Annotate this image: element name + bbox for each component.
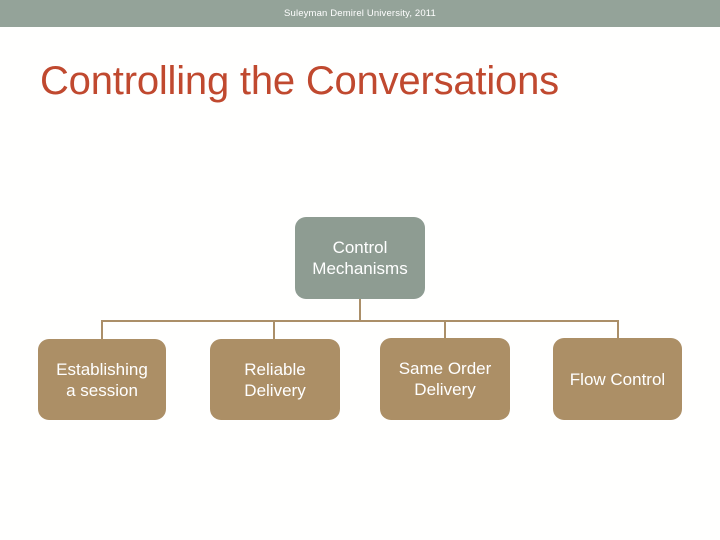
- node-flow-control[interactable]: Flow Control: [553, 338, 682, 420]
- connector-root-stem: [359, 299, 361, 322]
- header-band: Suleyman Demirel University, 2011: [0, 0, 720, 27]
- connector-horizontal-bar: [101, 320, 619, 322]
- connector-drop-same-order-delivery: [444, 320, 446, 339]
- connector-drop-establishing-a-session: [101, 320, 103, 339]
- node-same-order-delivery[interactable]: Same Order Delivery: [380, 338, 510, 420]
- connector-drop-reliable-delivery: [273, 320, 275, 339]
- node-control-mechanisms[interactable]: Control Mechanisms: [295, 217, 425, 299]
- header-band-label: Suleyman Demirel University, 2011: [284, 8, 436, 19]
- page-title: Controlling the Conversations: [40, 59, 559, 103]
- node-reliable-delivery[interactable]: Reliable Delivery: [210, 339, 340, 420]
- node-establishing-a-session[interactable]: Establishing a session: [38, 339, 166, 420]
- connector-drop-flow-control: [617, 320, 619, 339]
